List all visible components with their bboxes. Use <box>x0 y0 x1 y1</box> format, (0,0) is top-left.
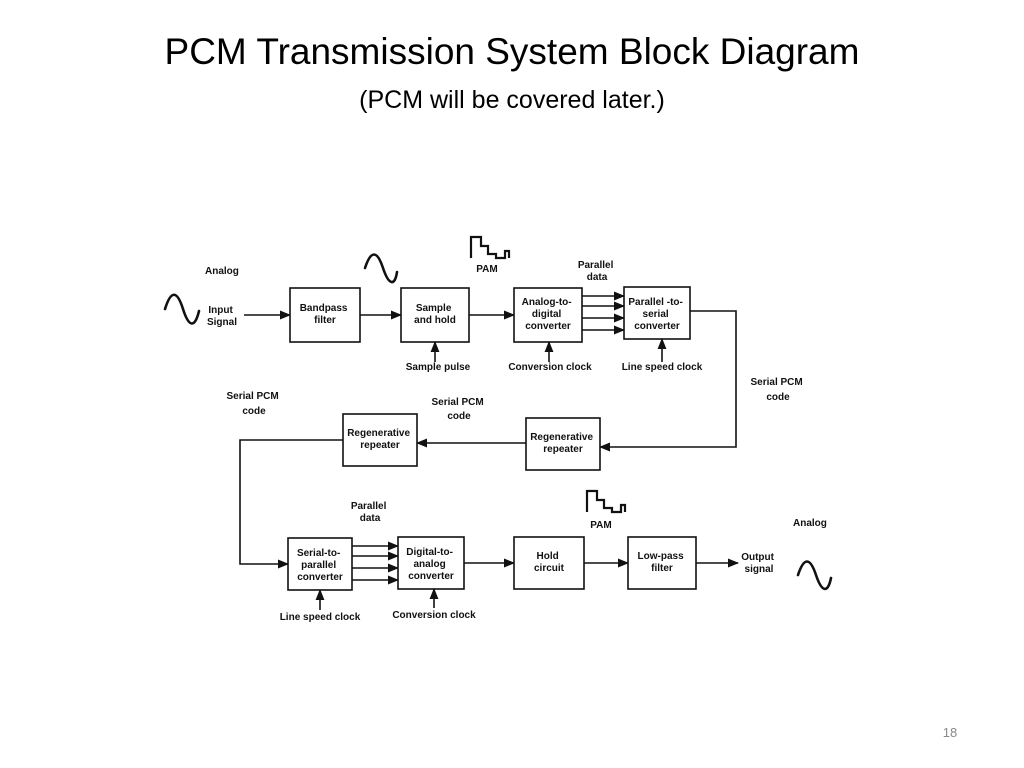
adc-label: Analog-to- digital converter <box>522 297 575 332</box>
pam-top-icon <box>469 235 511 260</box>
serial-pcm-mid-label: Serial PCM code <box>431 397 486 422</box>
regenerative-repeater-left-block <box>342 413 418 467</box>
parallel-data-bottom-label: Parallel data <box>351 501 389 524</box>
dac-label: Digital-to- analog converter <box>406 547 455 582</box>
analog-output-label: Analog <box>793 518 827 529</box>
line-speed-clock-bottom-label: Line speed clock <box>280 612 361 623</box>
filtered-sine-icon <box>363 253 399 284</box>
serial-link-right <box>598 310 737 452</box>
dac-block <box>397 536 465 590</box>
conversion-clock-top-label: Conversion clock <box>508 362 592 373</box>
pam-bottom-icon <box>585 489 627 514</box>
regenerative-repeater-right-label: Regenerative repeater <box>530 432 596 455</box>
conversion-clock-bottom-label: Conversion clock <box>392 610 476 621</box>
low-pass-filter-block <box>627 536 697 590</box>
parallel-to-serial-label: Parallel -to- serial converter <box>628 297 685 332</box>
line-speed-clock-top-label: Line speed clock <box>622 362 703 373</box>
bandpass-filter-block <box>289 287 361 343</box>
serial-link-left <box>239 439 343 569</box>
serial-pcm-left-label: Serial PCM code <box>226 391 281 417</box>
analog-input-label: Analog <box>205 266 239 277</box>
input-signal-label: Input Signal <box>207 305 237 328</box>
sample-pulse-label: Sample pulse <box>406 362 471 373</box>
adc-block <box>513 287 583 343</box>
output-signal-label: Output signal <box>741 552 777 575</box>
serial-to-parallel-label: Serial-to- parallel converter <box>297 548 343 583</box>
slide-subtitle: (PCM will be covered later.) <box>359 86 665 114</box>
analog-input-sine-icon <box>163 293 201 325</box>
serial-pcm-right-label: Serial PCM code <box>750 377 805 403</box>
regenerative-repeater-left-label: Regenerative repeater <box>347 428 413 451</box>
slide-title: PCM Transmission System Block Diagram <box>164 31 860 72</box>
pam-bottom-label: PAM <box>590 520 611 531</box>
slide-number: 18 <box>942 725 958 740</box>
pam-top-label: PAM <box>476 264 497 275</box>
analog-output-sine-icon <box>796 560 833 591</box>
sample-and-hold-label: Sample and hold <box>414 303 456 326</box>
serial-to-parallel-block <box>287 537 353 591</box>
hold-circuit-label: Hold circuit <box>534 551 565 574</box>
regenerative-repeater-right-block <box>525 417 601 471</box>
low-pass-filter-label: Low-pass filter <box>638 551 687 574</box>
bandpass-filter-label: Bandpass filter <box>300 303 351 326</box>
parallel-data-top-label: Parallel data <box>578 260 616 283</box>
parallel-to-serial-block <box>623 286 691 340</box>
